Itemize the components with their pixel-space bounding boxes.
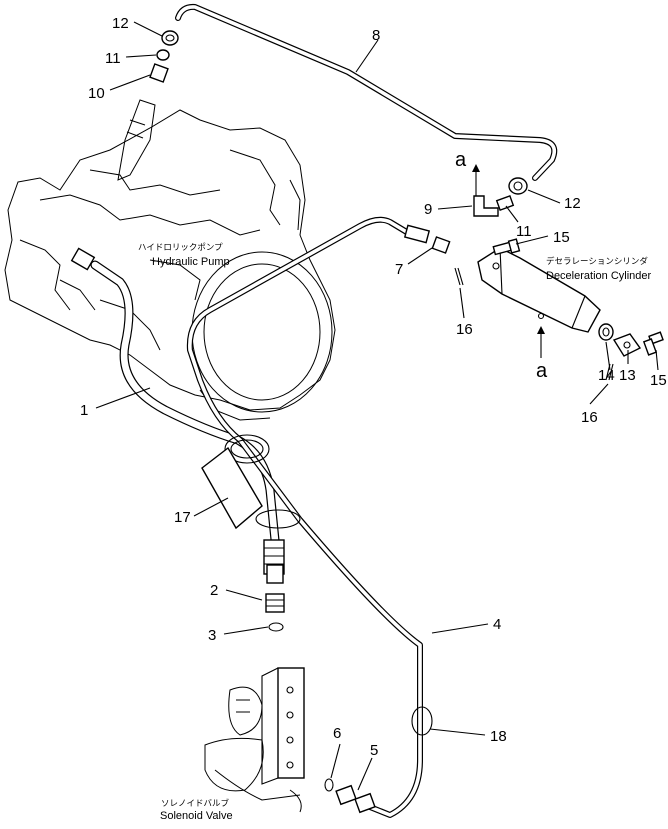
clamp-18 (411, 706, 433, 736)
fitting-5 (335, 784, 376, 814)
view-labels: a a (455, 149, 548, 382)
tube-4 (186, 216, 431, 818)
elbow-9 (473, 195, 499, 217)
cyl-fitting-7 (431, 236, 451, 254)
callout-16: 16 (581, 409, 598, 426)
callout-numbers: 12 11 10 8 9 11 12 15 7 16 14 13 15 16 1… (80, 15, 667, 759)
tube-8 (175, 3, 558, 181)
solenoid-valve-sketch (204, 667, 305, 813)
hose-1 (70, 247, 285, 584)
callout-6: 6 (333, 725, 341, 742)
callout-4: 4 (493, 616, 501, 633)
clamp-upper (224, 434, 270, 464)
view-arrow-bottom (537, 326, 545, 358)
hydraulic-pump-sketch (4, 99, 336, 421)
view-arrow-top (472, 164, 480, 196)
view-label-top: a (455, 149, 467, 171)
cylinder-label-en: Deceleration Cylinder (546, 270, 651, 282)
clevis-13 (612, 333, 642, 357)
pin-16-upper (454, 267, 464, 286)
callout-15: 15 (650, 372, 667, 389)
callout-10: 10 (88, 85, 105, 102)
callout-3: 3 (208, 627, 216, 644)
callout-11: 11 (105, 50, 121, 67)
deceleration-cylinder (477, 247, 601, 333)
valve-label-en: Solenoid Valve (160, 810, 233, 822)
nut-12 (508, 177, 528, 195)
callout-18: 18 (490, 728, 507, 745)
callout-14: 14 (598, 367, 615, 384)
label-plate-17 (201, 446, 263, 530)
leader-lines (95, 21, 659, 791)
view-label-bottom: a (536, 360, 548, 382)
clamp-lower (255, 509, 301, 529)
callout-16: 16 (456, 321, 473, 338)
callout-13: 13 (619, 367, 636, 384)
callout-11: 11 (516, 223, 532, 240)
callout-9: 9 (424, 201, 432, 218)
pump-label-en: Hydraulic Pump (152, 256, 230, 268)
pump-label-jp: ハイドロリックポンプ (138, 243, 223, 253)
callout-7: 7 (395, 261, 403, 278)
fitting-2 (265, 593, 285, 613)
callout-5: 5 (370, 742, 378, 759)
o-ring-3 (268, 622, 284, 632)
component-labels: ハイドロリックポンプ Hydraulic Pump デセラレーションシリンダ D… (138, 243, 651, 822)
valve-label-jp: ソレノイドバルブ (161, 798, 230, 809)
cylinder-label-jp: デセラレーションシリンダ (546, 256, 648, 267)
nut-14 (598, 323, 614, 341)
callout-17: 17 (174, 509, 191, 526)
callout-12: 12 (112, 15, 129, 32)
callout-2: 2 (210, 582, 218, 599)
callout-1: 1 (80, 402, 88, 419)
fitting-11 (495, 195, 515, 211)
callout-12: 12 (564, 195, 581, 212)
callout-8: 8 (372, 27, 380, 44)
callout-15: 15 (553, 229, 570, 246)
upper-left-fittings (149, 30, 179, 83)
bolt-15-upper (492, 238, 521, 256)
bolt-15-lower (642, 331, 664, 356)
o-ring-6 (324, 778, 334, 792)
